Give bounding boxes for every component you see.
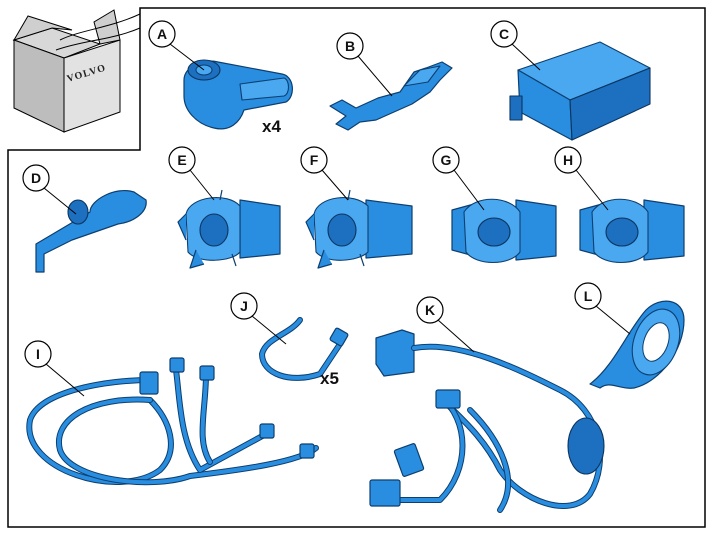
callout-h-label: H: [563, 152, 573, 168]
part-d-cap: [35, 190, 147, 273]
part-f-holder: [305, 189, 413, 269]
callout-h: H: [554, 146, 582, 174]
callout-g: G: [432, 146, 460, 174]
part-g-holder: [451, 198, 557, 263]
callout-f: F: [300, 146, 328, 174]
callout-i-label: I: [36, 346, 40, 362]
callout-g-label: G: [441, 152, 452, 168]
callout-l: L: [574, 282, 602, 310]
part-k-wiring-harness: [369, 329, 605, 513]
quantity-j: x5: [320, 369, 339, 388]
kit-box-illustration: VOLVO: [12, 9, 141, 133]
callout-b-label: B: [345, 38, 355, 54]
callout-j: J: [230, 292, 258, 320]
callout-e: E: [168, 146, 196, 174]
diagram-frame: [7, 7, 706, 528]
part-j-cable-tie: [259, 317, 349, 381]
part-c-control-module: [509, 41, 651, 141]
callout-j-label: J: [240, 298, 248, 314]
callout-b: B: [336, 32, 364, 60]
part-e-holder: [177, 189, 281, 269]
part-h-holder: [579, 198, 685, 263]
callout-a: A: [148, 20, 176, 48]
callout-k: K: [416, 296, 444, 324]
callout-d-label: D: [31, 170, 41, 186]
callout-l-label: L: [584, 288, 593, 304]
leader-lines: [43, 43, 631, 397]
part-b-bracket: [329, 61, 453, 131]
callout-c-label: C: [499, 26, 509, 42]
callout-k-label: K: [425, 302, 435, 318]
part-a-sensor: [183, 59, 293, 130]
callout-c: C: [490, 20, 518, 48]
callout-d: D: [22, 164, 50, 192]
part-l-tape-roll: [589, 300, 685, 389]
callout-i: I: [24, 340, 52, 368]
callout-e-label: E: [177, 152, 186, 168]
quantity-a: x4: [262, 117, 281, 136]
callout-a-label: A: [157, 26, 167, 42]
callout-f-label: F: [310, 152, 319, 168]
